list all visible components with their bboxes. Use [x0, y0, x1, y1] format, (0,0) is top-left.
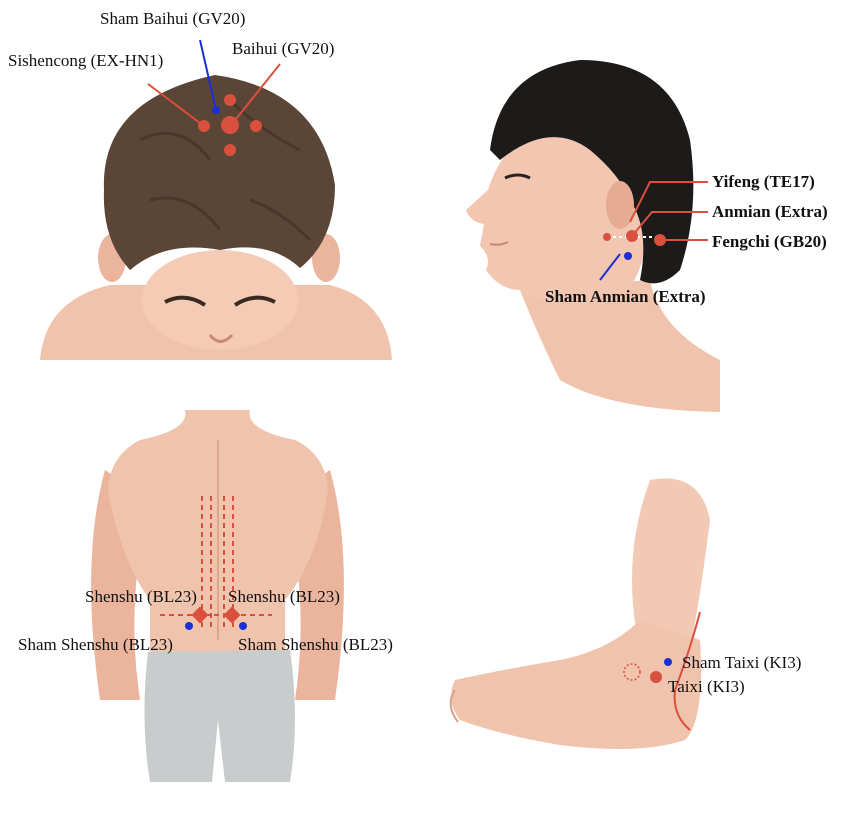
sham-taixi-point: [664, 658, 672, 666]
sham-baihui-point: [212, 106, 220, 114]
sishencong-point-left: [198, 120, 210, 132]
label-yifeng: Yifeng (TE17): [712, 172, 815, 191]
anmian-point: [626, 230, 638, 242]
yifeng-point: [603, 233, 611, 241]
taixi-point: [650, 671, 662, 683]
label-anmian: Anmian (Extra): [712, 202, 828, 221]
sishencong-point-right: [250, 120, 262, 132]
panel-back: Shenshu (BL23) Shenshu (BL23) Sham Shens…: [18, 410, 393, 782]
panel-foot: Sham Taixi (KI3) Taixi (KI3): [451, 478, 802, 749]
label-shenshu-left: Shenshu (BL23): [85, 587, 197, 606]
panel-head-top: Sham Baihui (GV20) Sishencong (EX-HN1) B…: [8, 9, 392, 360]
fengchi-point: [654, 234, 666, 246]
shorts: [144, 650, 295, 782]
label-taixi: Taixi (KI3): [668, 677, 745, 696]
label-shenshu-right: Shenshu (BL23): [228, 587, 340, 606]
panel-head-side: Yifeng (TE17) Anmian (Extra) Fengchi (GB…: [466, 60, 828, 412]
label-sham-shenshu-left: Sham Shenshu (BL23): [18, 635, 173, 654]
sishencong-point-front: [224, 94, 236, 106]
label-baihui: Baihui (GV20): [232, 39, 334, 58]
label-fengchi: Fengchi (GB20): [712, 232, 827, 251]
sham-shenshu-right-point: [239, 622, 247, 630]
baihui-point: [221, 116, 239, 134]
label-sham-taixi: Sham Taixi (KI3): [682, 653, 801, 672]
sham-shenshu-left-point: [185, 622, 193, 630]
child-hair: [104, 75, 335, 270]
sishencong-point-back: [224, 144, 236, 156]
foot: [451, 620, 701, 749]
label-sham-shenshu-right: Sham Shenshu (BL23): [238, 635, 393, 654]
sham-anmian-point: [624, 252, 632, 260]
label-sham-baihui: Sham Baihui (GV20): [100, 9, 245, 28]
label-sishencong: Sishencong (EX-HN1): [8, 51, 163, 70]
label-sham-anmian: Sham Anmian (Extra): [545, 287, 706, 306]
